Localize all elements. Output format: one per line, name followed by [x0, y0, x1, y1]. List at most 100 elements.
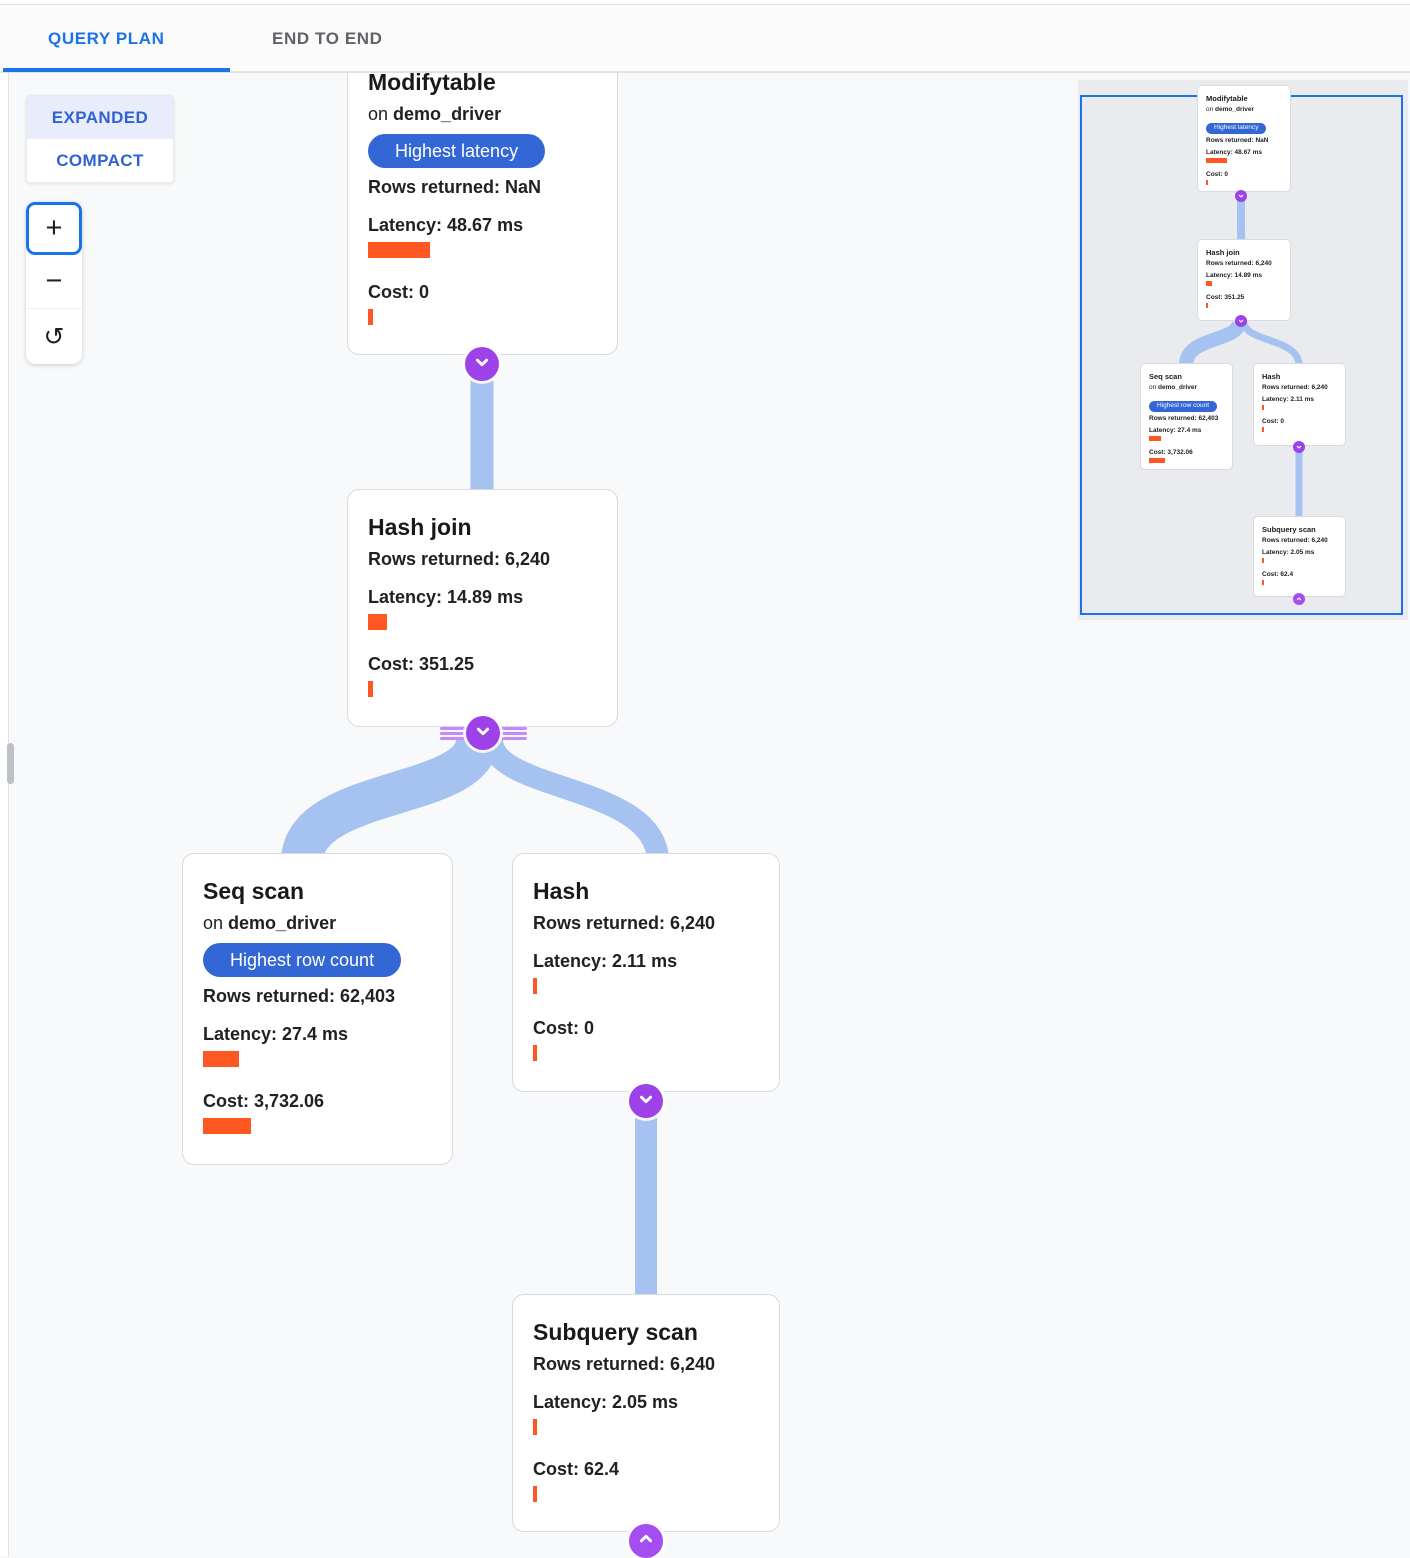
latency-bar	[533, 1419, 537, 1435]
node-title: Hash join	[368, 514, 472, 540]
cost-label: Cost: 62.4	[533, 1459, 620, 1479]
left-panel-edge	[0, 72, 9, 1556]
mini-expand-connector	[1293, 593, 1305, 605]
plan-node-seq-scan[interactable]: Seq scan on demo_driver Highest row coun…	[182, 853, 453, 1165]
zoom-controls: + − ↺	[26, 202, 82, 364]
mini-node-title: Hash join	[1206, 248, 1240, 257]
tab-end-to-end[interactable]: END TO END	[272, 28, 383, 48]
mini-node-title: Subquery scan	[1262, 525, 1316, 534]
mini-highest-row-count-badge: Highest row count	[1149, 400, 1218, 412]
reset-zoom-button[interactable]: ↺	[26, 308, 82, 364]
plan-node-hash[interactable]: Hash Rows returned: 6,240 Latency: 2.11 …	[512, 853, 780, 1092]
mini-rows-returned: Rows returned: NaN	[1206, 137, 1269, 144]
mini-latency-bar	[1206, 281, 1213, 286]
mini-latency-label: Latency: 2.05 ms	[1262, 549, 1315, 556]
reset-zoom-icon: ↺	[43, 322, 65, 351]
mini-latency-label: Latency: 2.11 ms	[1262, 396, 1315, 403]
chevron-down-icon	[635, 1088, 657, 1115]
rows-returned: Rows returned: 62,403	[203, 986, 396, 1006]
latency-label: Latency: 48.67 ms	[368, 215, 524, 235]
latency-label: Latency: 14.89 ms	[368, 587, 524, 607]
node-title: Seq scan	[203, 878, 304, 904]
mini-cost-label: Cost: 3,732.06	[1149, 449, 1193, 456]
connector-grip-line	[440, 737, 467, 740]
cost-label: Cost: 3,732.06	[203, 1091, 325, 1111]
mini-collapse-connector	[1235, 315, 1247, 327]
latency-label: Latency: 2.11 ms	[533, 951, 678, 971]
mini-latency-bar	[1262, 405, 1264, 410]
minimap-node-hash: Hash Rows returned: 6,240 Latency: 2.11 …	[1253, 363, 1346, 446]
connector-grip-line	[500, 737, 527, 740]
minus-icon: −	[45, 265, 63, 297]
rows-returned: Rows returned: NaN	[368, 177, 542, 197]
compact-view-button[interactable]: COMPACT	[56, 150, 144, 170]
expanded-view-button[interactable]: EXPANDED	[27, 96, 173, 139]
active-tab-underline	[3, 68, 230, 72]
mini-node-title: Modifytable	[1206, 94, 1248, 103]
tab-bar: QUERY PLAN END TO END	[0, 0, 1410, 72]
rows-returned: Rows returned: 6,240	[533, 913, 716, 933]
node-title: Modifytable	[368, 69, 496, 95]
connector-grip-line	[500, 727, 527, 730]
mini-latency-bar	[1149, 436, 1162, 441]
cost-label: Cost: 0	[368, 282, 430, 302]
minimap-node-seq-scan: Seq scan on demo_driver Highest row coun…	[1140, 363, 1233, 470]
latency-bar	[203, 1051, 239, 1067]
minimap-node-hash-join: Hash join Rows returned: 6,240 Latency: …	[1197, 239, 1291, 321]
latency-label: Latency: 2.05 ms	[533, 1392, 679, 1412]
mini-rows-returned: Rows returned: 6,240	[1206, 260, 1272, 267]
rows-returned: Rows returned: 6,240	[368, 549, 551, 569]
vertical-scrollbar-thumb[interactable]	[7, 743, 14, 784]
collapse-connector-hash[interactable]	[629, 1084, 663, 1118]
node-title: Hash	[533, 878, 590, 904]
mini-latency-bar	[1206, 158, 1228, 163]
zoom-in-button[interactable]: +	[26, 202, 82, 255]
mini-cost-bar	[1206, 180, 1208, 185]
highest-row-count-badge: Highest row count	[203, 943, 402, 977]
plus-icon: +	[45, 212, 63, 244]
plan-node-subquery-scan[interactable]: Subquery scan Rows returned: 6,240 Laten…	[512, 1294, 780, 1532]
view-mode-toggle: EXPANDED COMPACT	[26, 95, 174, 183]
chevron-down-icon	[471, 351, 493, 378]
tab-query-plan[interactable]: QUERY PLAN	[48, 28, 165, 48]
chevron-down-icon	[472, 720, 494, 747]
mini-rows-returned: Rows returned: 6,240	[1262, 384, 1328, 391]
mini-latency-label: Latency: 48.67 ms	[1206, 149, 1263, 156]
minimap-node-modifytable: Modifytable on demo_driver Highest laten…	[1197, 85, 1291, 192]
mini-rows-returned: Rows returned: 6,240	[1262, 537, 1328, 544]
cost-label: Cost: 351.25	[368, 654, 475, 674]
node-target: on demo_driver	[368, 104, 502, 124]
mini-latency-label: Latency: 27.4 ms	[1149, 427, 1202, 434]
mini-collapse-connector	[1293, 441, 1305, 453]
mini-collapse-connector	[1235, 190, 1247, 202]
latency-bar	[533, 978, 537, 994]
mini-cost-bar	[1149, 458, 1166, 463]
collapse-connector-hash-join[interactable]	[466, 716, 500, 750]
mini-rows-returned: Rows returned: 62,403	[1149, 415, 1219, 422]
cost-bar	[203, 1118, 251, 1134]
mini-node-target: on demo_driver	[1149, 384, 1198, 391]
plan-node-modifytable[interactable]: Modifytable on demo_driver Highest laten…	[347, 44, 618, 355]
mini-latency-bar	[1262, 558, 1264, 563]
mini-cost-label: Cost: 351.25	[1206, 294, 1245, 301]
cost-bar	[368, 309, 373, 325]
node-title: Subquery scan	[533, 1319, 698, 1345]
chevron-up-icon	[635, 1528, 657, 1555]
plan-node-hash-join[interactable]: Hash join Rows returned: 6,240 Latency: …	[347, 489, 618, 727]
expand-connector-subquery-scan[interactable]	[629, 1524, 663, 1558]
mini-node-title: Seq scan	[1149, 372, 1182, 381]
highest-latency-badge: Highest latency	[368, 134, 546, 168]
mini-cost-bar	[1206, 303, 1208, 308]
cost-bar	[533, 1045, 537, 1061]
mini-node-title: Hash	[1262, 372, 1281, 381]
mini-cost-bar	[1262, 427, 1264, 432]
collapse-connector-modifytable[interactable]	[465, 347, 499, 381]
minimap[interactable]: Modifytable on demo_driver Highest laten…	[1078, 80, 1408, 620]
cost-bar	[533, 1486, 537, 1502]
mini-cost-label: Cost: 62.4	[1262, 571, 1294, 578]
latency-bar	[368, 614, 387, 630]
rows-returned: Rows returned: 6,240	[533, 1354, 716, 1374]
zoom-out-button[interactable]: −	[26, 255, 82, 308]
mini-latency-label: Latency: 14.89 ms	[1206, 272, 1263, 279]
mini-cost-bar	[1262, 580, 1264, 585]
